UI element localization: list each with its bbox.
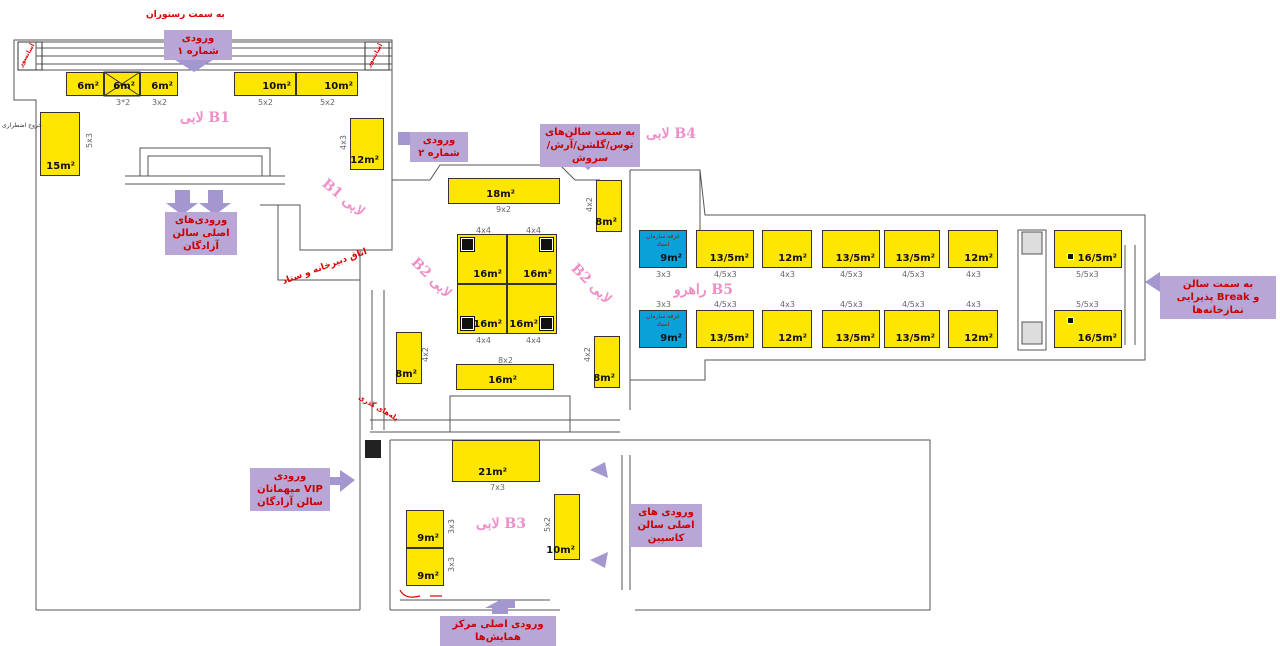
dim-c-t6: 5/5x3 <box>1076 270 1099 279</box>
booth-c-t3[interactable]: 13/5m² <box>822 230 880 268</box>
booth-c-b5[interactable]: 12m² <box>948 310 998 348</box>
booth-c-t5[interactable]: 12m² <box>948 230 998 268</box>
booth-b1-top-2[interactable]: 6m² <box>104 72 140 96</box>
dim-b4-top: 4x2 <box>584 197 594 212</box>
sign-entrance-2[interactable]: ورودی شماره ۲ <box>410 132 468 162</box>
dim-b2-c1: 4x4 <box>476 226 491 235</box>
dim-c-t3: 4/5x3 <box>840 270 863 279</box>
booth-marker-icon <box>461 238 474 251</box>
dim-c-b3: 4/5x3 <box>840 300 863 309</box>
booth-b3-9b[interactable]: 9m² <box>406 548 444 586</box>
dim-b2-left: 4x2 <box>420 347 430 362</box>
booth-c-b3[interactable]: 13/5m² <box>822 310 880 348</box>
dim-c-b1: 4/5x3 <box>714 300 737 309</box>
booth-b2-c2[interactable]: 16m² <box>507 234 557 284</box>
booth-b1-right[interactable]: 12m² <box>350 118 384 170</box>
dim-b3-9a: 3x3 <box>446 519 456 534</box>
booth-b2-bottom[interactable]: 16m² <box>456 364 554 390</box>
lobby-b1: لابی B1 <box>180 110 231 126</box>
sign-halls[interactable]: به سمت سالن‌های توس/گلشن/آرش/سروش <box>540 124 640 167</box>
dim-b1-right: 4x3 <box>338 135 348 150</box>
booth-c-b6[interactable]: 16/5m² <box>1054 310 1122 348</box>
booth-b1-top-3[interactable]: 6m² <box>140 72 178 96</box>
dim-b2-c3: 4x4 <box>476 336 491 345</box>
booth-c-b2[interactable]: 12m² <box>762 310 812 348</box>
dim-c-b5: 4x3 <box>966 300 981 309</box>
booth-b2-c4[interactable]: 16m² <box>507 284 557 334</box>
dim-c-b6: 5/5x3 <box>1076 300 1099 309</box>
booth-b1-top-4[interactable]: 10m² <box>234 72 296 96</box>
dim-b3-big: 7x3 <box>490 483 505 492</box>
dim-b2-c2: 4x4 <box>526 226 541 235</box>
booth-b1-top-1[interactable]: 6m² <box>66 72 104 96</box>
sign-vip[interactable]: ورودی میهمانان VIP سالن آزادگان <box>250 468 330 511</box>
corridor-b5: راهرو B5 <box>674 282 733 298</box>
booth-b3-big[interactable]: 21m² <box>452 440 540 482</box>
booth-marker-icon <box>540 238 553 251</box>
dim-c-t4: 4/5x3 <box>902 270 925 279</box>
dim-c-b2: 4x3 <box>780 300 795 309</box>
booth-marker-icon <box>461 317 474 330</box>
dim-b2-bottom: 8x2 <box>498 356 513 365</box>
lobby-b4: لابی B4 <box>646 126 697 142</box>
booth-b4-bottom[interactable]: 8m² <box>593 336 620 388</box>
dim-b1-top-4: 5x2 <box>258 98 273 107</box>
booth-c-b4[interactable]: 13/5m² <box>884 310 940 348</box>
dim-b3-9b: 3x3 <box>446 557 456 572</box>
booth-b2-left[interactable]: 8m² <box>395 332 422 384</box>
dim-b2-c4: 4x4 <box>526 336 541 345</box>
booth-b2-top[interactable]: 18m² <box>448 178 560 204</box>
lobby-b3: لابی B3 <box>476 516 527 532</box>
dim-b1-top-3: 3x2 <box>152 98 167 107</box>
sign-azadegan[interactable]: ورودی‌های اصلی سالن آزادگان <box>165 212 237 255</box>
dim-c-t5: 4x3 <box>966 270 981 279</box>
booth-marker-icon <box>540 317 553 330</box>
booth-c-t6[interactable]: 16/5m² <box>1054 230 1122 268</box>
dim-b2-top: 9x2 <box>496 205 511 214</box>
sign-break[interactable]: به سمت سالن پذیرایی Break و نمازخانه‌ها <box>1160 276 1276 319</box>
dim-c-t1: 4/5x3 <box>714 270 737 279</box>
booth-b1-left[interactable]: 15m² <box>40 112 80 176</box>
booth-marker-icon <box>1067 253 1074 260</box>
dim-blue-top: 3x3 <box>656 270 671 279</box>
sign-main[interactable]: ورودی اصلی مرکز همایش‌ها <box>440 616 556 646</box>
booth-marker-icon <box>1067 317 1074 324</box>
label-emergency: خروج اضطراری <box>2 122 42 129</box>
dim-c-b4: 4/5x3 <box>902 300 925 309</box>
booth-c-t4[interactable]: 13/5m² <box>884 230 940 268</box>
dim-b4-bottom: 4x2 <box>582 347 592 362</box>
booth-b2-c1[interactable]: 16m² <box>457 234 507 284</box>
sign-entrance-1[interactable]: ورودی شماره ۱ <box>164 30 232 60</box>
booth-c-b1[interactable]: 13/5m² <box>696 310 754 348</box>
dim-b1-left: 5x3 <box>84 133 94 148</box>
dim-c-t2: 4x3 <box>780 270 795 279</box>
dim-b1-top-5: 5x2 <box>320 98 335 107</box>
dim-blue-bottom: 3x3 <box>656 300 671 309</box>
label-restaurant: به سمت رستوران <box>146 10 225 20</box>
booth-b3-9a[interactable]: 9m² <box>406 510 444 548</box>
booth-b2-c3[interactable]: 16m² <box>457 284 507 334</box>
booth-b1-top-5[interactable]: 10m² <box>296 72 358 96</box>
booth-b4-top[interactable]: 8m² <box>595 180 622 232</box>
dim-b1-top-2: 3*2 <box>116 98 131 107</box>
dim-b3-10: 5x2 <box>542 517 552 532</box>
sign-caspian[interactable]: ورودی های اصلی سالن کاسپین <box>630 504 702 547</box>
booth-c-t2[interactable]: 12m² <box>762 230 812 268</box>
booth-c-t1[interactable]: 13/5m² <box>696 230 754 268</box>
booth-b3-10[interactable]: 10m² <box>546 494 580 560</box>
